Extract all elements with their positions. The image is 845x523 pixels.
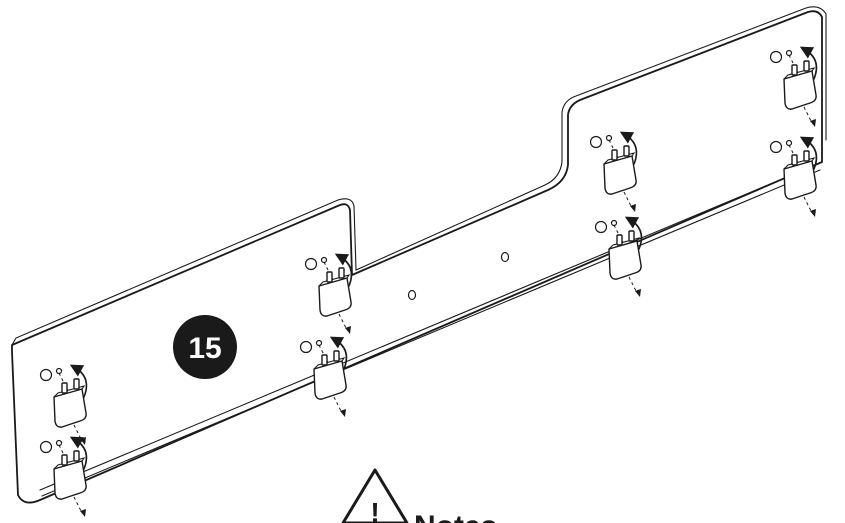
panel-hole xyxy=(306,259,317,270)
screw-line xyxy=(334,397,342,413)
panel-hole xyxy=(301,342,312,353)
pin-hole xyxy=(322,258,327,263)
pin-hole xyxy=(607,136,612,141)
bracket-pin xyxy=(804,61,809,71)
bracket-pin xyxy=(334,351,339,361)
screw-line xyxy=(629,277,637,293)
pin-hole xyxy=(787,51,792,56)
notes-label: Notes xyxy=(414,510,497,523)
notes-callout: ! Notes xyxy=(343,470,497,523)
bracket-pin xyxy=(62,383,67,393)
bracket-pin xyxy=(322,355,327,365)
bracket-pin xyxy=(792,65,797,75)
bracket-pin xyxy=(62,455,67,465)
pin-hole xyxy=(317,341,322,346)
bracket-pin xyxy=(792,155,797,165)
panel-hole xyxy=(771,52,782,63)
bracket-pin xyxy=(617,235,622,245)
bracket-pin xyxy=(74,379,79,389)
screw-line xyxy=(74,497,82,513)
bracket-pin xyxy=(804,151,809,161)
step-number: 15 xyxy=(188,332,221,365)
panel-hole xyxy=(591,137,602,148)
bracket-pin xyxy=(339,268,344,278)
panel-hole xyxy=(771,142,782,153)
panel-hole xyxy=(41,370,52,381)
bracket-pin xyxy=(629,231,634,241)
back-panel xyxy=(12,7,826,503)
panel-hole xyxy=(41,442,52,453)
pin-hole xyxy=(787,141,792,146)
screw-line xyxy=(804,197,812,213)
warning-mark: ! xyxy=(370,497,379,523)
bracket-pin xyxy=(624,146,629,156)
pin-hole xyxy=(57,441,62,446)
bracket-pin xyxy=(74,451,79,461)
step-badge: 15 xyxy=(173,315,237,379)
bracket-pin xyxy=(612,150,617,160)
bracket-pin xyxy=(327,272,332,282)
panel-hole xyxy=(596,222,607,233)
pin-hole xyxy=(612,221,617,226)
pin-hole xyxy=(57,369,62,374)
